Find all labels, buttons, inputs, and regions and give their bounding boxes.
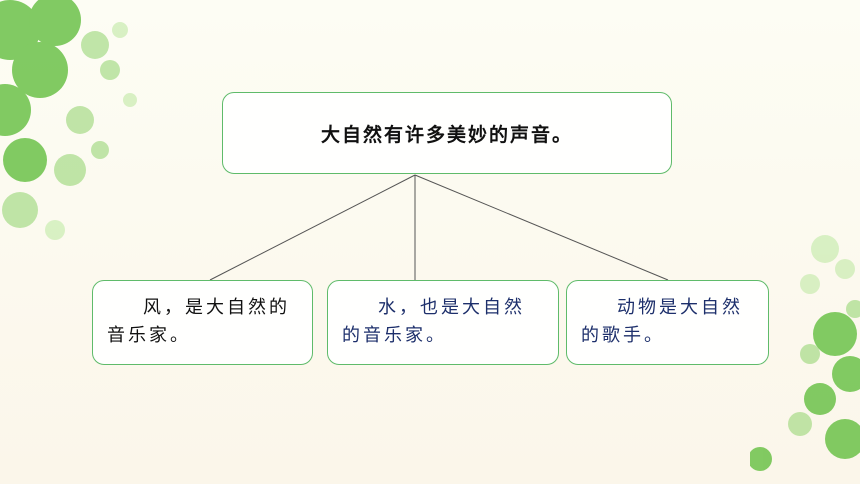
root-node: 大自然有许多美妙的声音。 — [222, 92, 672, 174]
child-node-text: 水，也是大自然的音乐家。 — [342, 297, 525, 346]
child-node-animals: 动物是大自然的歌手。 — [566, 280, 769, 365]
child-node-water: 水，也是大自然的音乐家。 — [327, 280, 559, 365]
root-node-text: 大自然有许多美妙的声音。 — [320, 123, 573, 146]
connector-line-3 — [414, 174, 669, 281]
child-node-text: 风，是大自然的音乐家。 — [107, 297, 290, 346]
connector-line-1 — [209, 174, 416, 281]
child-node-wind: 风，是大自然的音乐家。 — [92, 280, 313, 365]
child-node-text: 动物是大自然的歌手。 — [581, 297, 743, 346]
